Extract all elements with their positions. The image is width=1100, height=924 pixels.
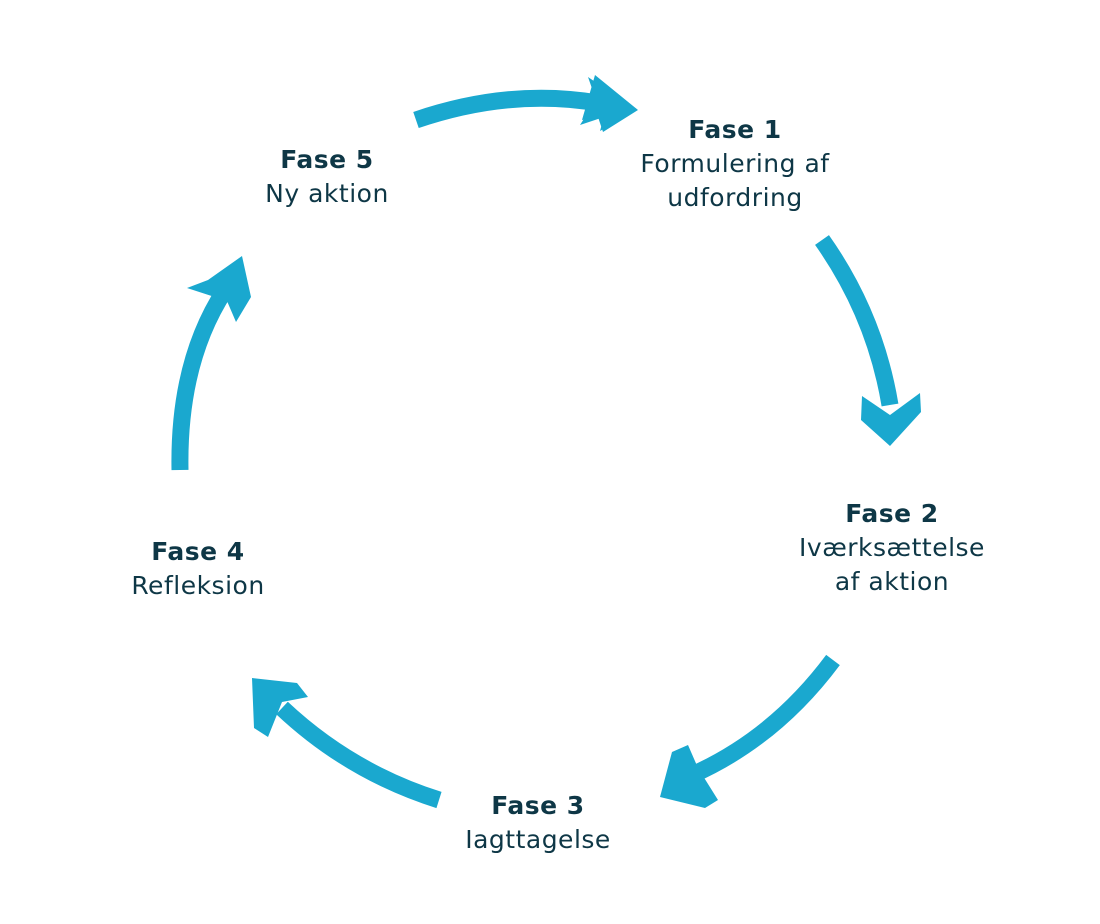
arrow-right-icon: [413, 75, 638, 132]
phase-3-title: Fase 3: [491, 791, 585, 820]
phase-1-label: Fase 1 Formulering af udfordring: [615, 113, 855, 215]
phase-1-line-1: Formulering af: [640, 149, 830, 178]
arrow-down-left-icon: [660, 654, 840, 808]
phase-1-title: Fase 1: [688, 115, 782, 144]
phase-4-line-1: Refleksion: [131, 571, 265, 600]
arrow-up-left-icon: [252, 678, 442, 809]
phase-5-title: Fase 5: [280, 145, 374, 174]
phase-2-line-2: af aktion: [834, 567, 950, 596]
arrow-down-icon: [815, 235, 921, 446]
phase-3-line-1: Iagttagelse: [465, 825, 611, 854]
phase-2-label: Fase 2 Iværksættelse af aktion: [772, 497, 1012, 599]
phase-1-line-2: udfordring: [667, 183, 803, 212]
phase-3-label: Fase 3 Iagttagelse: [418, 789, 658, 857]
arrow-up-icon: [171, 256, 251, 471]
phase-5-label: Fase 5 Ny aktion: [207, 143, 447, 211]
phase-2-line-1: Iværksættelse: [799, 533, 985, 562]
phase-4-title: Fase 4: [151, 537, 245, 566]
phase-5-line-1: Ny aktion: [265, 179, 389, 208]
phase-2-title: Fase 2: [845, 499, 939, 528]
phase-4-label: Fase 4 Refleksion: [78, 535, 318, 603]
